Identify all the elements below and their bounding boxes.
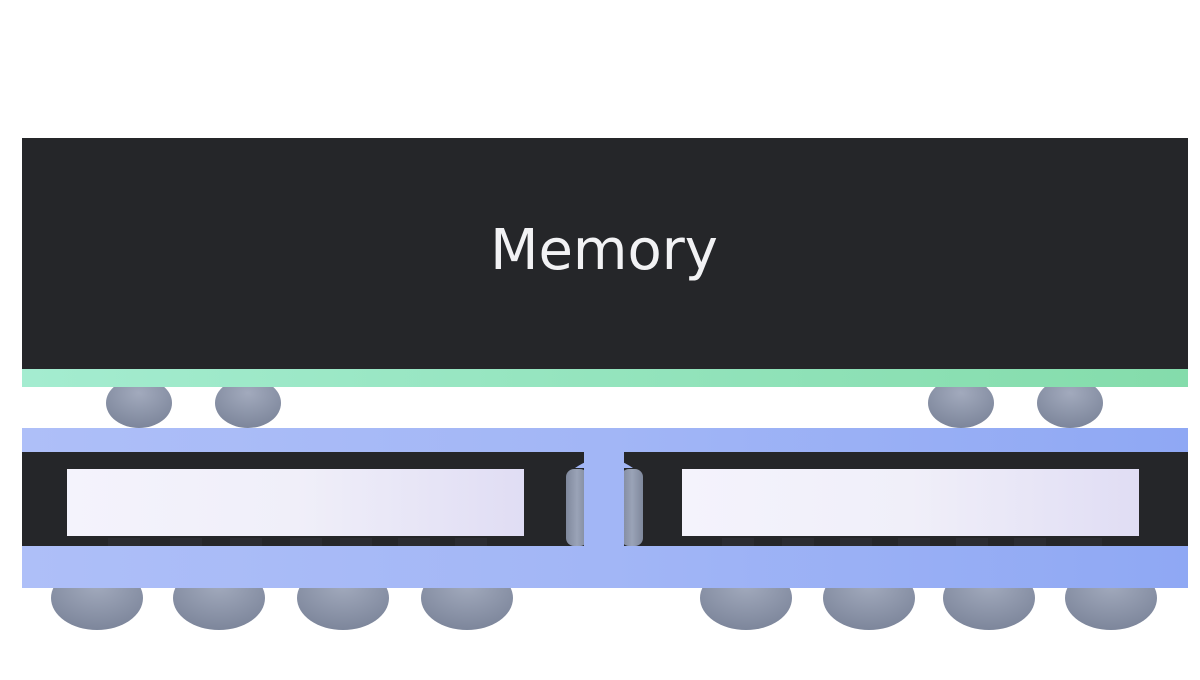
via-pillar-left [566, 469, 588, 546]
micro-bump [1070, 538, 1102, 546]
micro-bump [455, 538, 487, 546]
upper-solder-ball [928, 378, 994, 428]
micro-bump [840, 538, 872, 546]
micro-bump [340, 538, 372, 546]
micro-bump [398, 538, 430, 546]
micro-bump [230, 538, 262, 546]
logic-die-left [67, 469, 524, 536]
micro-bump [1014, 538, 1046, 546]
memory-substrate [22, 369, 1188, 387]
upper-solder-ball [215, 378, 281, 428]
micro-bump [956, 538, 988, 546]
memory-die [22, 138, 1188, 370]
micro-bump [722, 538, 754, 546]
micro-bump [170, 538, 202, 546]
micro-bump [290, 538, 322, 546]
interposer-center-post [584, 452, 624, 546]
micro-bump [898, 538, 930, 546]
micro-bumps-left [108, 538, 487, 546]
interposer-center-cap [575, 458, 633, 468]
memory-label: Memory [490, 218, 718, 283]
interposer-top-layer [22, 428, 1188, 452]
logic-die-right [682, 469, 1139, 536]
micro-bumps-right [722, 538, 1102, 546]
via-pillar-right [621, 469, 643, 546]
micro-bump [782, 538, 814, 546]
upper-solder-balls [106, 378, 1103, 428]
upper-solder-ball [1037, 378, 1103, 428]
micro-bump [108, 538, 140, 546]
package-substrate [22, 546, 1188, 588]
upper-solder-ball [106, 378, 172, 428]
